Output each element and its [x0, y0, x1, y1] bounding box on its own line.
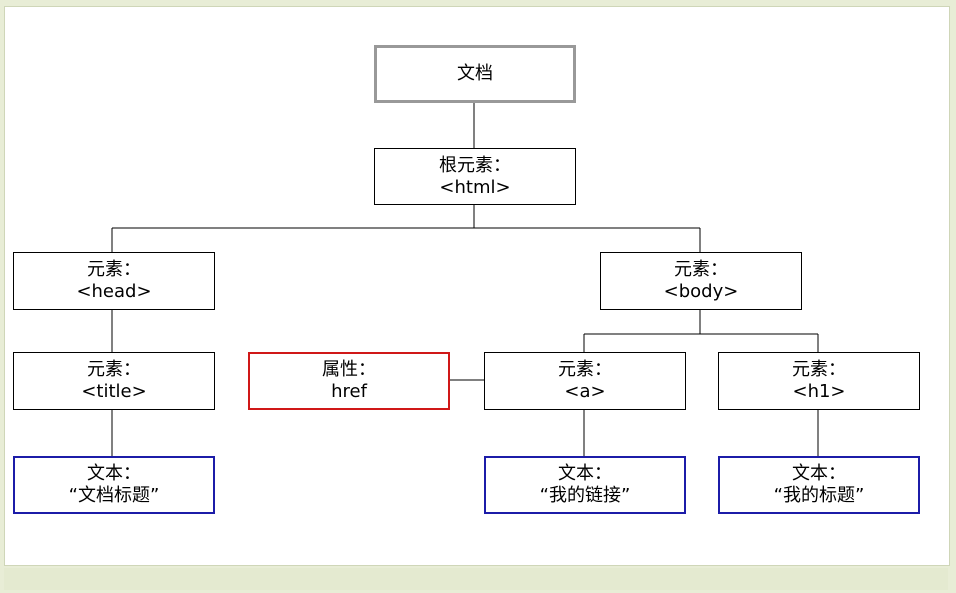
attribute-name: href	[331, 381, 367, 402]
root-element-tag: <html>	[439, 176, 511, 198]
h1-element-node: 元素： <h1>	[718, 352, 920, 410]
title-element-label: 元素：	[87, 359, 141, 380]
head-element-tag: <head>	[76, 281, 152, 302]
body-element-tag: <body>	[663, 281, 739, 302]
title-text-label: 文本：	[87, 463, 141, 484]
title-element-node: 元素： <title>	[13, 352, 215, 410]
head-element-label: 元素：	[87, 259, 141, 280]
a-element-tag: <a>	[564, 381, 606, 402]
link-text-node: 文本： “我的链接”	[484, 456, 686, 514]
h1-element-label: 元素：	[792, 359, 846, 380]
h1-text-label: 文本：	[792, 463, 846, 484]
a-element-node: 元素： <a>	[484, 352, 686, 410]
body-element-node: 元素： <body>	[600, 252, 802, 310]
attribute-node: 属性： href	[248, 352, 450, 410]
attribute-label: 属性：	[322, 359, 376, 380]
root-element-node: 根元素： <html>	[374, 148, 576, 205]
link-text-value: “我的链接”	[539, 485, 631, 506]
document-node: 文档	[374, 45, 576, 103]
link-text-label: 文本：	[558, 463, 612, 484]
document-node-label: 文档	[457, 63, 493, 84]
title-text-node: 文本： “文档标题”	[13, 456, 215, 514]
h1-text-value: “我的标题”	[773, 485, 865, 506]
body-element-label: 元素：	[674, 259, 728, 280]
root-element-label: 根元素：	[439, 154, 511, 176]
footer-strip	[4, 568, 948, 590]
h1-element-tag: <h1>	[792, 381, 846, 402]
head-element-node: 元素： <head>	[13, 252, 215, 310]
title-element-tag: <title>	[81, 381, 147, 402]
title-text-value: “文档标题”	[68, 485, 160, 506]
h1-text-node: 文本： “我的标题”	[718, 456, 920, 514]
a-element-label: 元素：	[558, 359, 612, 380]
